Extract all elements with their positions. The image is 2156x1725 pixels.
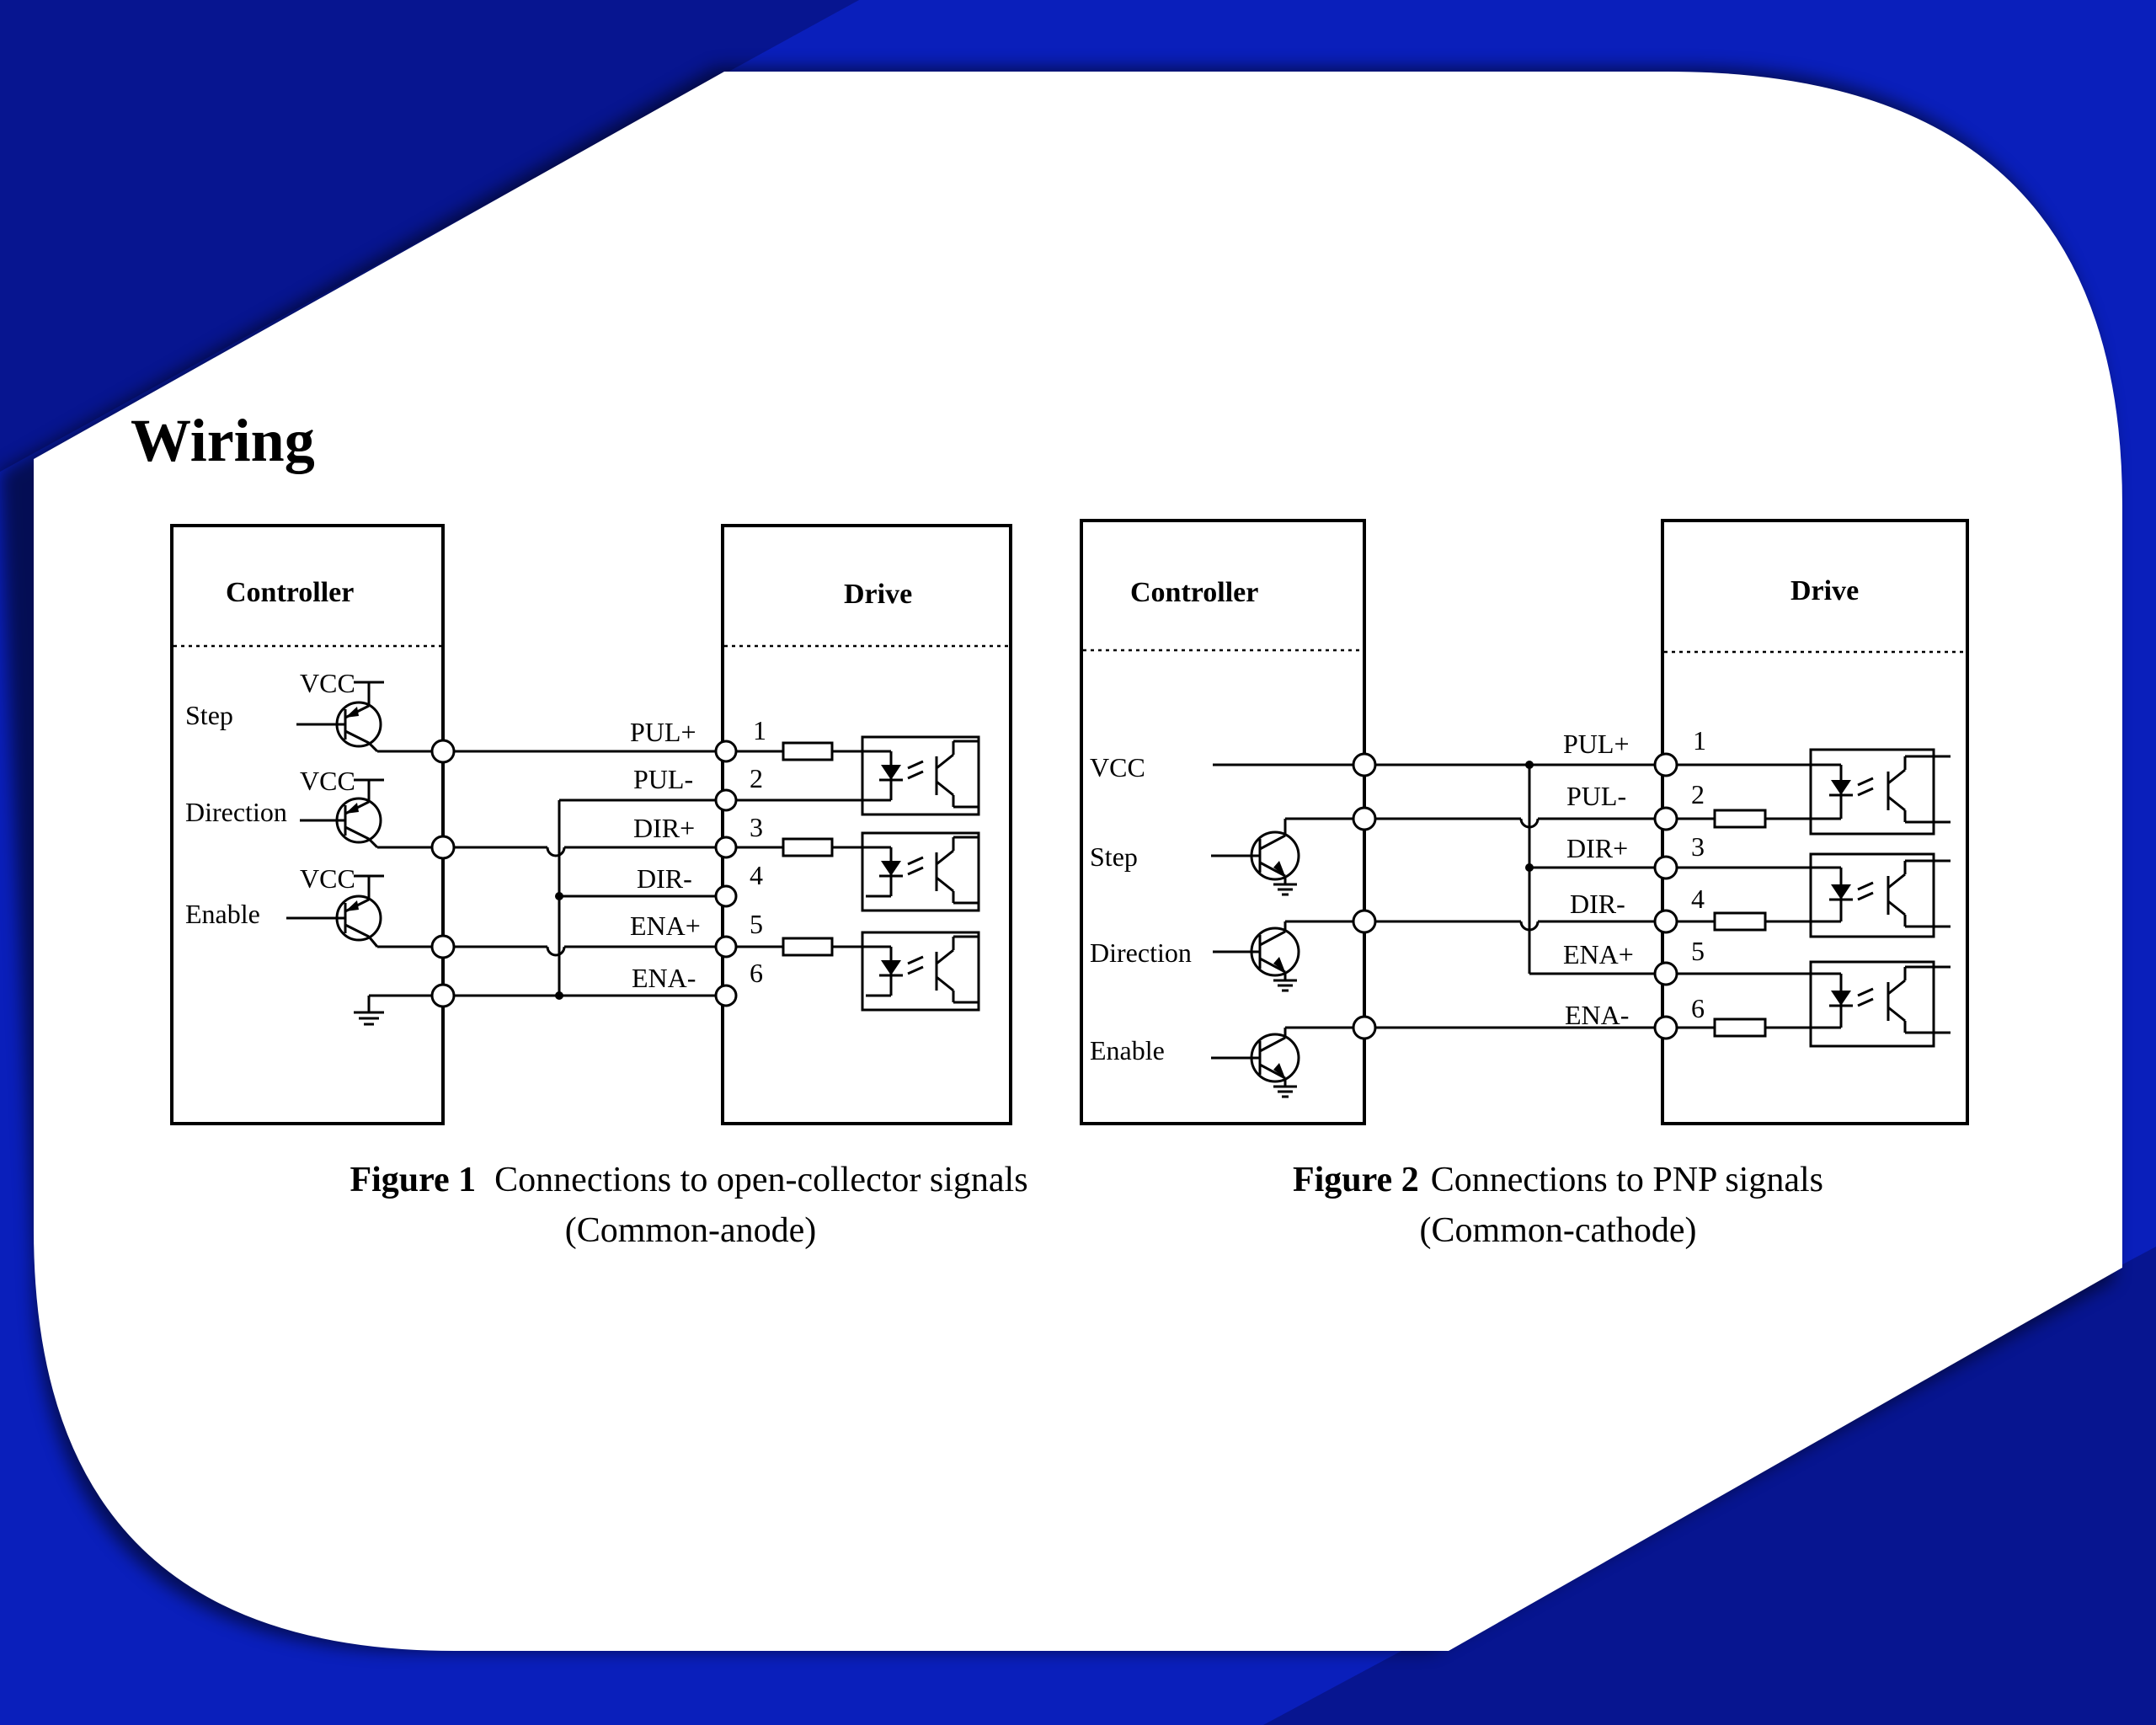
pin-number: 6 [1691, 993, 1705, 1023]
pin-number: 3 [750, 812, 763, 842]
drive-terminal [714, 836, 738, 859]
drive-terminal [1653, 909, 1678, 934]
pin-name: PUL+ [630, 717, 696, 747]
optocoupler [1809, 748, 1951, 836]
pin-name: DIR+ [633, 813, 695, 843]
vcc-label: VCC [300, 766, 355, 796]
pin-name: DIR+ [1566, 833, 1628, 863]
drive-terminal [714, 984, 738, 1007]
input-label: Direction [185, 797, 287, 827]
optocoupler [861, 735, 980, 816]
controller-terminal [1352, 752, 1377, 777]
controller-terminal [430, 983, 456, 1008]
input-label: Direction [1090, 937, 1192, 968]
pin-number: 3 [1691, 831, 1705, 862]
controller-terminal [430, 835, 456, 860]
figure-caption-sub: (Common-anode) [565, 1211, 817, 1250]
pin-number: 4 [1691, 884, 1705, 914]
pin-number: 6 [750, 958, 763, 988]
figure-caption: Figure 2 Connections to PNP signals [1293, 1161, 1823, 1199]
drive-box [721, 524, 1012, 1125]
pin-number: 2 [1691, 779, 1705, 809]
drive-pins: PUL+ 1 PUL- 2 DIR+ 3 DIR- 4 ENA+ 5 ENA- … [1563, 725, 1706, 1030]
content-panel [34, 72, 2122, 1651]
pin-number: 1 [1693, 725, 1706, 756]
figure-number: Figure 2 [1293, 1161, 1419, 1199]
controller-terminal [1352, 806, 1377, 831]
drive-title: Drive [1790, 575, 1859, 606]
pin-name: PUL+ [1563, 729, 1630, 759]
drive-terminal [714, 884, 738, 908]
vcc-label: VCC [300, 668, 355, 698]
drive-title: Drive [844, 579, 912, 610]
drive-optocouplers [1666, 748, 1951, 1048]
pin-name: ENA- [632, 963, 696, 993]
optocoupler [861, 831, 980, 912]
optocoupler [1809, 960, 1951, 1048]
pin-name: ENA- [1565, 1000, 1629, 1030]
drive-pins: PUL+ 1 PUL- 2 DIR+ 3 DIR- 4 ENA+ 5 ENA- … [630, 715, 766, 993]
drive-terminal [1653, 806, 1678, 831]
drive-optocouplers [723, 735, 980, 1012]
drive-terminal [714, 935, 738, 959]
pin-name: ENA+ [1563, 939, 1634, 969]
enable-transistor: Enable [1090, 1026, 1364, 1098]
drive-terminal [1653, 752, 1678, 777]
pin-name: ENA+ [630, 911, 701, 941]
input-label: Step [185, 700, 233, 730]
input-label: Enable [1090, 1035, 1165, 1065]
figure-number: Figure 1 [350, 1161, 476, 1199]
controller-title: Controller [1130, 577, 1258, 608]
direction-transistor: Direction [1090, 920, 1364, 992]
pin-number: 5 [750, 909, 763, 939]
optocoupler [1809, 852, 1951, 938]
pin-name: PUL- [1566, 781, 1626, 811]
pin-number: 2 [750, 763, 763, 793]
pin-name: DIR- [637, 863, 692, 894]
direction-transistor: Direction VCC [185, 766, 443, 849]
controller-terminal [1352, 1015, 1377, 1040]
controller-title: Controller [226, 577, 354, 608]
pin-number: 1 [753, 715, 766, 745]
optocoupler [861, 931, 980, 1012]
figure-caption-text: Connections to PNP signals [1431, 1161, 1823, 1199]
pin-name: PUL- [633, 764, 693, 794]
drive-terminal [1653, 855, 1678, 880]
figure-caption-sub: (Common-cathode) [1420, 1211, 1697, 1250]
pin-number: 5 [1691, 936, 1705, 966]
drive-terminal [714, 740, 738, 763]
controller-terminal [1352, 909, 1377, 934]
figure-1: Controller Drive Step VCC Direction VCC [170, 524, 1028, 1250]
figure-caption-text: Connections to open-collector signals [494, 1161, 1027, 1199]
pin-number: 4 [750, 860, 763, 890]
input-label: Step [1090, 841, 1138, 872]
step-transistor: Step [1090, 817, 1364, 896]
pin-name: DIR- [1570, 889, 1625, 919]
controller-box [170, 524, 445, 1125]
page-title: Wiring [131, 407, 315, 474]
step-transistor: Step VCC [185, 668, 443, 753]
figure-caption: Figure 1 Connections to open-collector s… [350, 1161, 1027, 1199]
drive-terminal [1653, 1015, 1678, 1040]
figure-2: Controller Drive VCC Step Direction [1080, 519, 1969, 1250]
enable-transistor: Enable VCC [185, 863, 443, 948]
controller-terminal [430, 934, 456, 959]
input-label: Enable [185, 899, 260, 929]
vcc-label: VCC [1090, 752, 1145, 782]
controller-terminal [430, 739, 456, 764]
drive-terminal [1653, 961, 1678, 986]
ground-symbol [354, 994, 443, 1026]
vcc-label: VCC [300, 863, 355, 894]
drive-terminal [714, 788, 738, 812]
